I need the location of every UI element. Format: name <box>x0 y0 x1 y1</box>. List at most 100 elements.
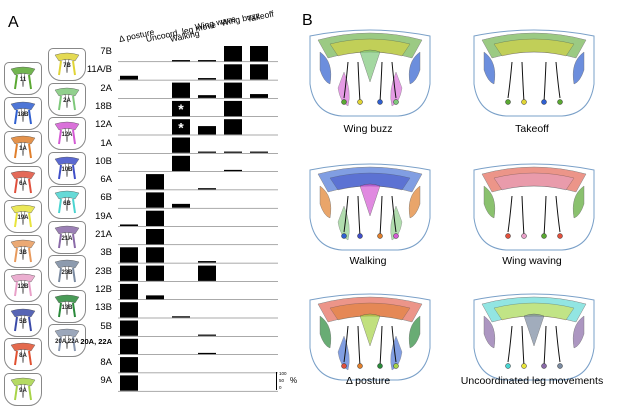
neuron-thumbnail: 20A,22A <box>48 324 86 357</box>
neuron-thumbnail: 3B <box>4 234 42 268</box>
diagram-caption: Δ posture <box>345 375 391 387</box>
row-label: 9A <box>100 375 112 387</box>
nerve-exit-marker <box>393 99 399 105</box>
neuron-shape-icon <box>10 66 36 90</box>
neuron-shape-icon <box>10 377 36 400</box>
diagram-caption: Takeoff <box>515 123 549 135</box>
heatmap-bar <box>224 82 242 98</box>
row-label: 6A <box>100 174 112 186</box>
neuron-thumbnail: 5B <box>4 303 42 337</box>
nerve-exit-marker <box>521 99 527 105</box>
neuron-shape-icon <box>54 294 80 317</box>
heatmap-bar <box>146 265 164 281</box>
scale-bar <box>276 372 277 390</box>
heatmap-bar <box>146 210 164 226</box>
heatmap-bar <box>198 265 216 281</box>
neuron-shape-icon <box>10 239 36 262</box>
neuron-shape-icon <box>10 204 36 228</box>
thumbnail-label: 5B <box>19 318 27 325</box>
nerve-exit-marker <box>505 363 511 369</box>
row-label: 6B <box>100 192 112 204</box>
thumbnail-label: 10B <box>61 166 73 173</box>
thumbnail-label: 1A <box>19 146 27 152</box>
heatmap-bar <box>250 151 268 153</box>
thumbnail-label: 12A <box>61 132 73 138</box>
scale-tick-label: 50 <box>279 378 285 383</box>
neuron-thumbnail: 9A <box>4 372 42 406</box>
heatmap-bar <box>198 352 216 355</box>
nerve-exit-marker <box>357 99 363 105</box>
heatmap-bar <box>224 151 242 153</box>
heatmap-bar <box>172 155 190 172</box>
row-label: 13B <box>95 302 112 314</box>
heatmap-bar <box>120 320 138 336</box>
heatmap-bar <box>198 60 216 62</box>
heatmap-bar <box>198 126 216 135</box>
heatmap-bar <box>172 137 190 153</box>
nerve-exit-marker <box>341 363 347 369</box>
neuron-shape-icon <box>54 259 80 283</box>
thumbnail-label: 3B <box>19 249 27 256</box>
row-label: 2A <box>100 82 112 94</box>
neuron-shape-icon <box>54 156 80 179</box>
thumbnail-label: 20A,22A <box>55 339 79 345</box>
neuron-shape-icon <box>10 342 36 366</box>
nerve-exit-marker <box>377 363 383 369</box>
row-label: 10B <box>95 155 112 167</box>
neuron-thumbnail: 19A <box>4 200 42 233</box>
neuron-thumbnail: 7B <box>48 48 86 81</box>
heatmap-bar <box>146 295 164 300</box>
neuron-thumbnail: 6A <box>4 165 42 199</box>
heatmap-bar <box>120 75 138 80</box>
significance-star: * <box>178 101 184 117</box>
heatmap-bar <box>120 357 138 373</box>
heatmap-bar <box>198 78 216 80</box>
heatmap-bar <box>250 94 268 98</box>
thorax-diagram <box>309 293 431 381</box>
nerve-exit-marker <box>357 363 363 369</box>
nerve-exit-marker <box>505 99 511 105</box>
neuron-shape-icon <box>54 225 80 248</box>
heatmap-bar <box>224 64 242 80</box>
neuron-shape-icon <box>10 170 36 193</box>
neuron-thumbnail: 11 <box>4 62 42 95</box>
heatmap-bar <box>120 247 138 263</box>
neuron-thumbnail: 1A <box>4 131 42 164</box>
neuron-thumbnail: 10B <box>48 151 86 185</box>
heatmap-bar <box>224 119 242 135</box>
neuron-shape-icon <box>10 101 36 124</box>
heatmap-bar <box>224 46 242 62</box>
nerve-exit-marker <box>557 363 563 369</box>
significance-star: * <box>178 120 184 136</box>
diagram-caption: Wing waving <box>502 255 562 267</box>
heatmap-bar <box>120 224 138 226</box>
row-label: 12A <box>95 119 112 131</box>
heatmap-bar <box>146 247 164 263</box>
nerve-exit-marker <box>377 99 383 105</box>
row-label: 20A, 22A <box>80 336 112 346</box>
thorax-diagram <box>473 163 595 251</box>
row-label: 12B <box>95 283 112 295</box>
heatmap-bar <box>146 192 164 208</box>
heatmap-bar <box>172 82 190 98</box>
thumbnail-label: 18B <box>17 111 29 118</box>
thumbnail-label: 9A <box>19 387 27 394</box>
heatmap-bar <box>172 100 190 117</box>
heatmap-bar <box>198 151 216 153</box>
neuron-thumbnail: 2A <box>48 82 86 116</box>
heatmap-bar <box>120 338 138 355</box>
row-label: 18B <box>95 100 112 112</box>
heatmap-bar <box>120 265 138 281</box>
heatmap-bar <box>172 203 190 208</box>
thumbnail-label: 11 <box>19 77 27 83</box>
heatmap-bar <box>172 119 190 135</box>
nerve-exit-marker <box>541 363 547 369</box>
neuron-thumbnail: 6B <box>48 186 86 219</box>
neuron-shape-icon <box>54 52 80 76</box>
nerve-exit-marker <box>557 99 563 105</box>
thumbnail-label: 12B <box>17 284 29 290</box>
row-label: 5B <box>100 320 112 332</box>
neuron-shape-icon <box>54 190 80 214</box>
heatmap-bar <box>120 375 138 391</box>
nerve-exit-marker <box>541 233 547 239</box>
